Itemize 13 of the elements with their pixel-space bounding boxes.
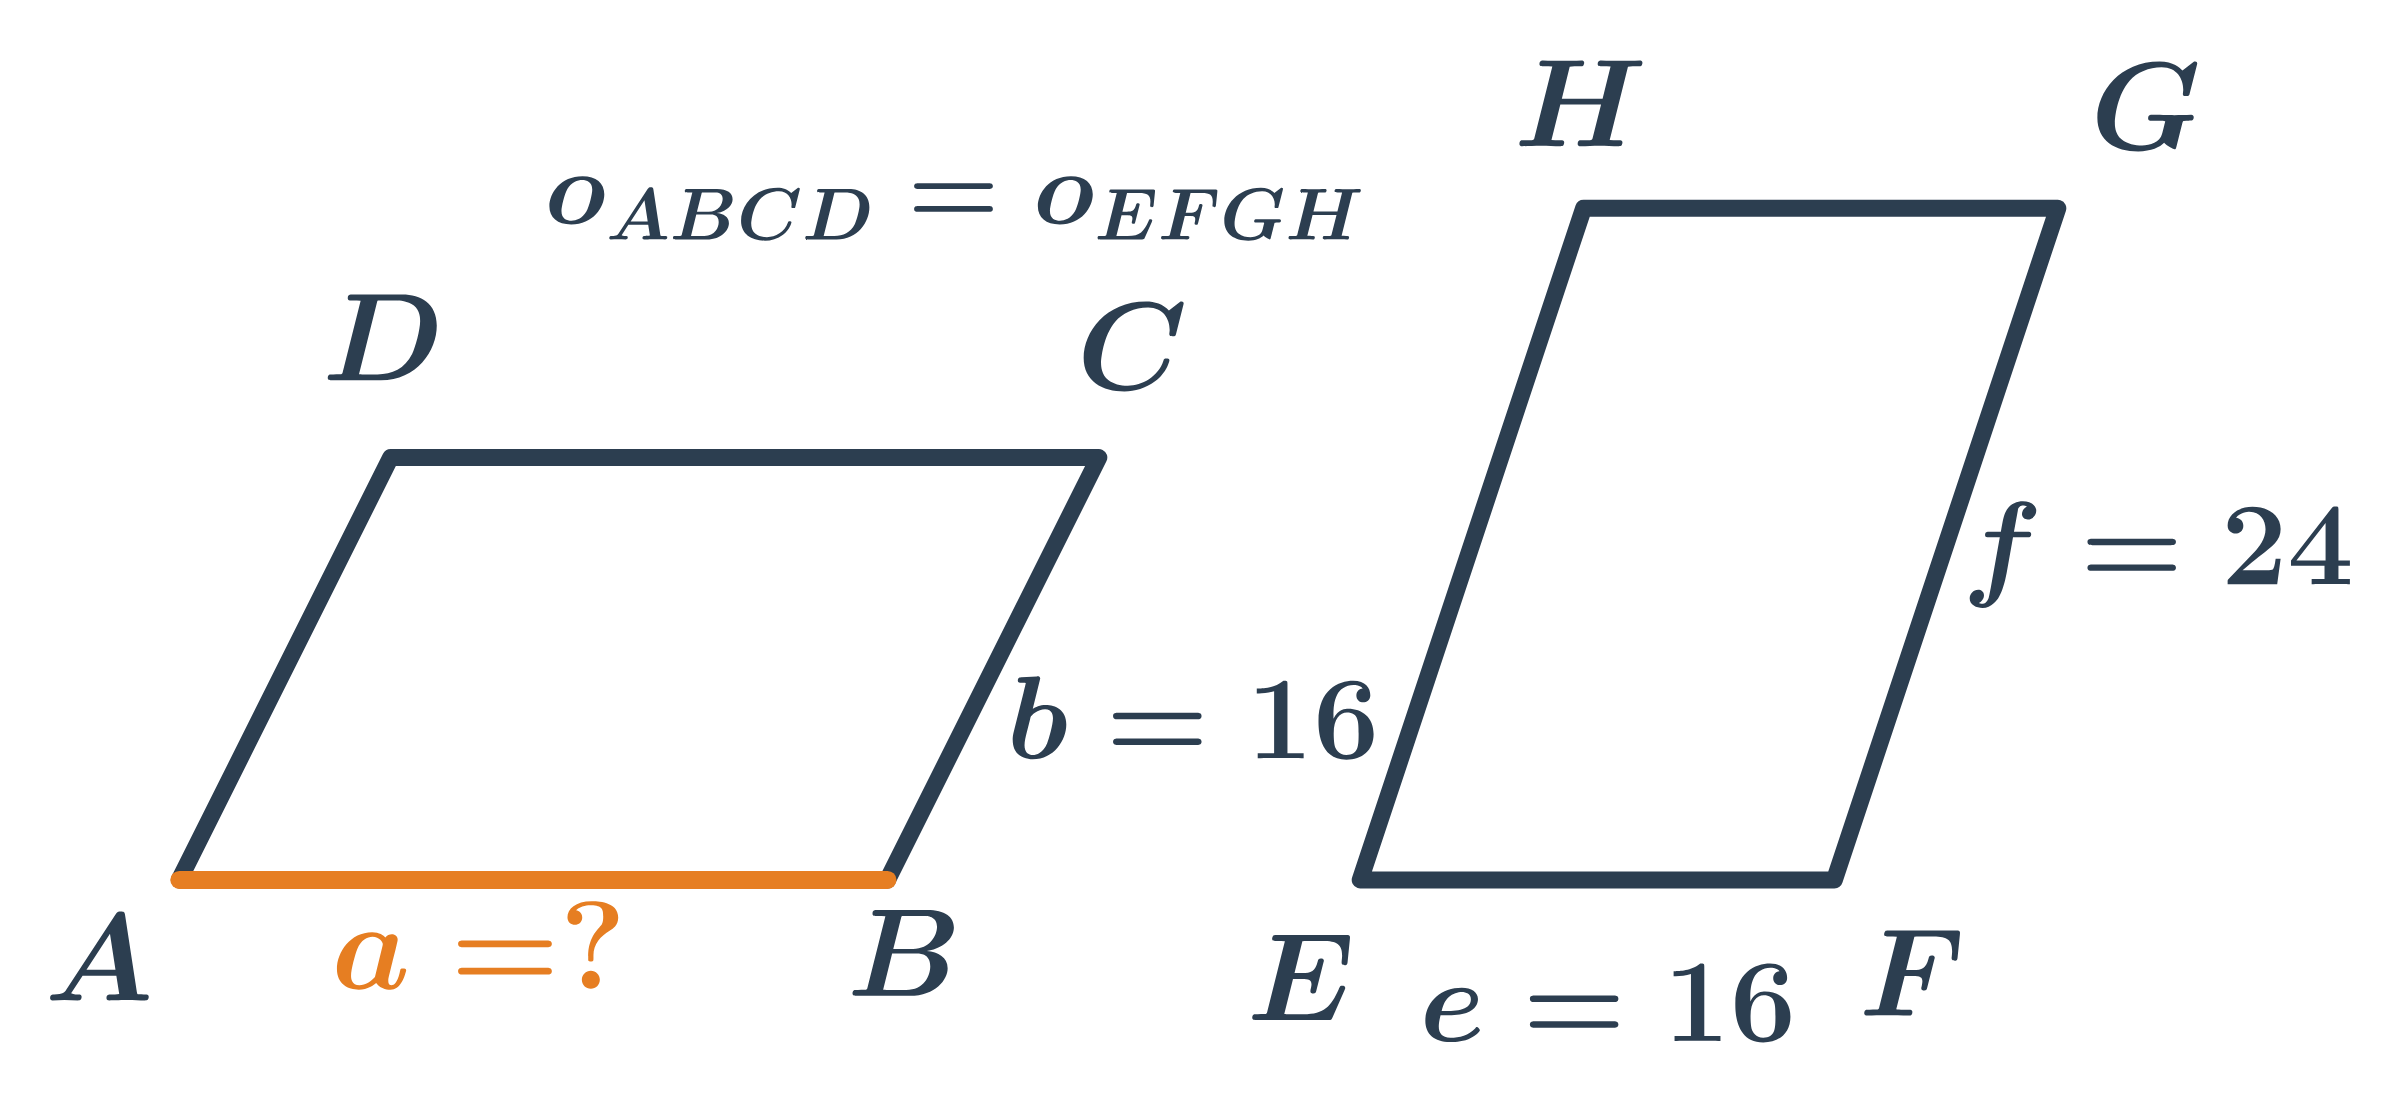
vertex-label: $B$: [852, 910, 954, 996]
vertex-label: $G$: [2097, 61, 2198, 152]
formula: $o_{ABCD} = o_{EFGH}$: [549, 176, 1361, 241]
vertex-label: $D$: [327, 294, 437, 381]
vertex-label: $E$: [1252, 935, 1350, 1021]
side-label: $e = 16$: [1425, 963, 1791, 1043]
vertex-label: $A$: [50, 911, 149, 1001]
vertex-label: $C$: [1083, 301, 1184, 392]
side-label: $a = ?$: [336, 901, 619, 990]
side-label: $b = 16$: [1012, 676, 1374, 760]
vertex-label: $H$: [1519, 60, 1643, 147]
side-label: $f = 24$: [1969, 501, 2350, 609]
vertex-label: $F$: [1864, 930, 1960, 1016]
